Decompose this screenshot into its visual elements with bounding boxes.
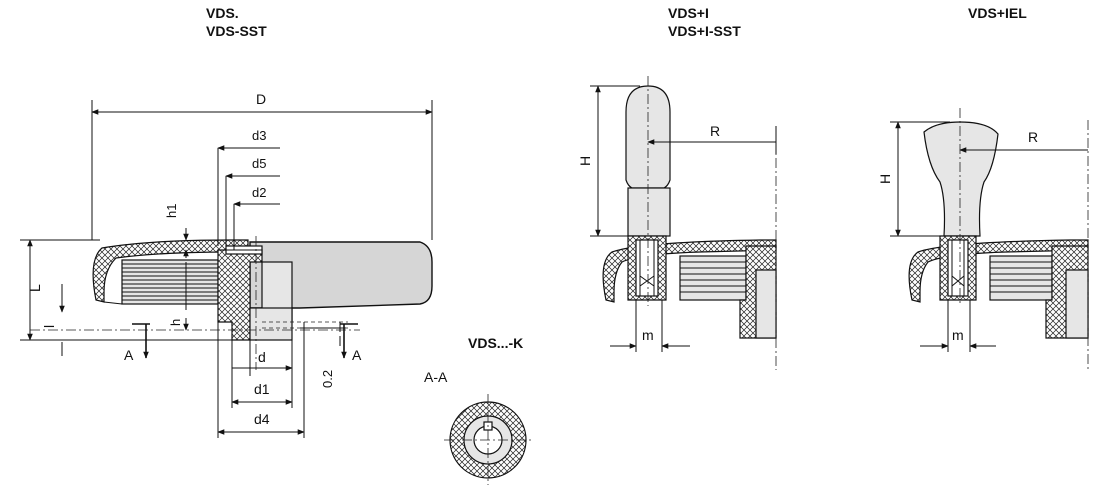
dim-d2: d2 <box>252 185 266 200</box>
title-vds-iel: VDS+IEL <box>968 5 1027 21</box>
dim-d: d <box>258 349 266 365</box>
dim-H-vds-i: H <box>577 156 593 166</box>
title-section-aa: A-A <box>424 369 448 385</box>
section-aa-keyway <box>444 394 532 485</box>
dim-0.2: 0.2 <box>320 370 335 388</box>
dim-m-vds-iel: m <box>952 327 964 343</box>
title-vds-k: VDS...-K <box>468 335 523 351</box>
dim-d5: d5 <box>252 156 266 171</box>
dim-H-vds-iel: H <box>877 174 893 184</box>
dim-m-vds-i: m <box>642 327 654 343</box>
handwheel-vds-view: D d3 d5 d2 h1 h L l A A <box>20 91 433 438</box>
handwheel-vds-i-view: H R m <box>577 76 777 370</box>
dim-d4: d4 <box>254 411 270 427</box>
title-vds-i-sst: VDS+I-SST <box>668 23 741 39</box>
title-vds: VDS. <box>206 5 239 21</box>
dim-d3: d3 <box>252 128 266 143</box>
ribs <box>122 263 218 301</box>
dim-R-vds-iel: R <box>1028 129 1038 145</box>
dim-l: l <box>41 325 57 328</box>
dim-D: D <box>256 91 266 107</box>
dim-L: L <box>27 284 43 292</box>
dim-d1: d1 <box>254 381 270 397</box>
dim-R-vds-i: R <box>710 123 720 139</box>
dim-h1: h1 <box>164 204 179 218</box>
title-vds-sst: VDS-SST <box>206 23 267 39</box>
title-vds-i: VDS+I <box>668 5 709 21</box>
section-mark-a-left: A <box>124 347 134 363</box>
handwheel-vds-iel-view: H R m <box>877 108 1089 370</box>
dim-h: h <box>168 319 183 326</box>
section-mark-a-right: A <box>352 347 362 363</box>
